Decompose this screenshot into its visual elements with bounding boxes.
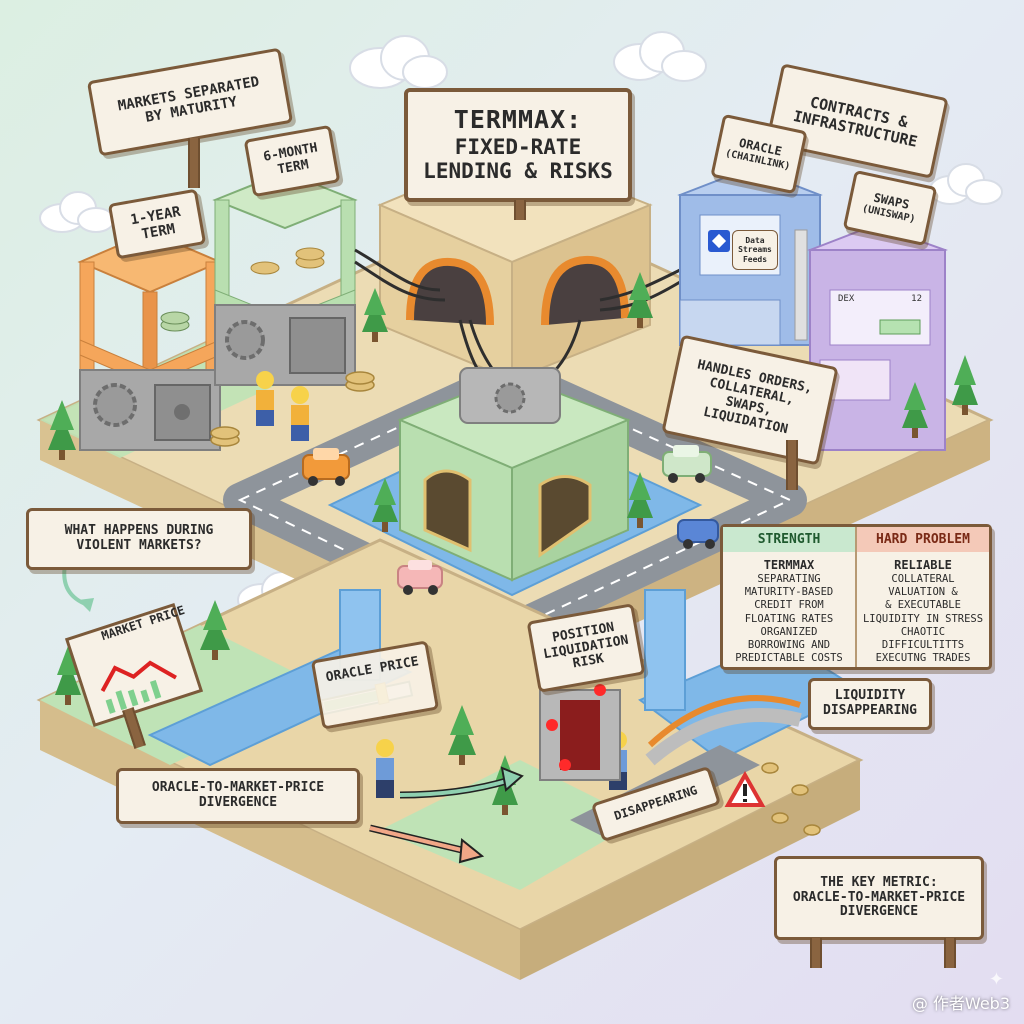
liquidity-disappearing-sign: LIQUIDITY DISAPPEARING	[808, 678, 932, 730]
minifigure-icon	[291, 386, 309, 441]
arrow-icon	[62, 564, 89, 607]
warning-icon	[724, 770, 766, 807]
liquidation-wall	[539, 684, 621, 781]
sign-post	[786, 440, 798, 490]
key-metric-sign: THE KEY METRIC: ORACLE-TO-MARKET-PRICE D…	[774, 856, 984, 940]
screen-text: Feeds	[742, 254, 768, 264]
cloud-icon	[613, 31, 707, 82]
tree-icon	[48, 400, 76, 460]
title-line: FIXED-RATE	[454, 135, 582, 160]
cloud-icon	[929, 163, 1003, 205]
sparkle-icon: ✦	[988, 969, 1004, 990]
strength-line: FLOATING RATES	[744, 612, 834, 625]
sign-text: TERM	[276, 157, 310, 178]
sign-text: THE KEY METRIC:	[820, 874, 938, 890]
strength-header: STRENGTH	[723, 527, 855, 552]
tree-icon	[902, 382, 928, 438]
strength-body: TERMMAX SEPARATING MATURITY-BASED CREDIT…	[723, 552, 855, 671]
market-price-chart	[64, 603, 204, 727]
tree-icon	[627, 472, 653, 528]
sign-text: DISAPPEARING	[823, 703, 917, 718]
cloud-icon	[39, 191, 115, 233]
one-year-term-tower	[77, 230, 223, 451]
sign-text: RISK	[571, 651, 606, 672]
gear-icon	[225, 320, 265, 360]
car-icon	[302, 448, 350, 486]
sign-text: DIVERGENCE	[198, 795, 278, 810]
sign-text: VIOLENT MARKETS?	[76, 538, 202, 553]
hard-problem-header: HARD PROBLEM	[857, 527, 989, 552]
strength-line: PREDICTABLE COSTS	[735, 651, 843, 664]
hard-problem-body: RELIABLE COLLATERAL VALUATION & & EXECUT…	[857, 552, 989, 671]
strength-line: MATURITY-BASED	[744, 586, 834, 599]
cloud-icon	[349, 35, 448, 89]
strength-line: SEPARATING	[757, 573, 821, 586]
sign-text: DIVERGENCE	[839, 904, 919, 920]
tree-icon	[372, 478, 398, 532]
minifigure-icon	[256, 371, 274, 426]
car-icon	[677, 519, 719, 549]
gear-icon	[93, 383, 137, 427]
sign-text: ORACLE-TO-MARKET-PRICE	[151, 780, 325, 796]
sign-post	[944, 938, 956, 968]
hard-problem-line: EXECUTNG TRADES	[875, 651, 971, 664]
hard-problem-column: HARD PROBLEM RELIABLE COLLATERAL VALUATI…	[855, 527, 989, 667]
hard-problem-line: COLLATERAL	[891, 573, 955, 586]
gear-icon	[494, 382, 526, 414]
hard-problem-lead: RELIABLE	[894, 558, 952, 572]
tree-icon	[952, 355, 978, 415]
hard-problem-line: CHAOTIC	[900, 625, 946, 638]
screen-text: Streams	[738, 245, 772, 255]
tree-icon	[200, 600, 230, 660]
hard-problem-line: VALUATION &	[888, 586, 958, 599]
watermark: @ 作者Web3	[911, 994, 1010, 1013]
sign-text: ORACLE PRICE	[324, 654, 420, 686]
tree-icon	[362, 288, 388, 342]
sign-text: WHAT HAPPENS DURING	[64, 523, 214, 539]
strength-column: STRENGTH TERMMAX SEPARATING MATURITY-BAS…	[723, 527, 855, 667]
dex-screen: DEX 12	[838, 294, 922, 304]
strength-line: CREDIT FROM	[754, 599, 824, 612]
divergence-sign: ORACLE-TO-MARKET-PRICE DIVERGENCE	[116, 768, 360, 824]
oracle-screen: Data Streams Feeds	[732, 230, 778, 270]
screen-text: Data	[745, 236, 765, 246]
coin-stack-icon	[210, 371, 821, 836]
screen-text: DEX	[838, 294, 855, 304]
hard-problem-line: & EXECUTABLE	[885, 599, 961, 612]
tree-icon	[627, 272, 653, 328]
strength-lead: TERMMAX	[763, 558, 815, 572]
hard-problem-line: LIQUIDITY IN STRESS	[862, 612, 984, 625]
strength-line: ORGANIZED	[760, 625, 818, 638]
collapsing-bridge	[645, 695, 802, 766]
sign-post	[514, 200, 526, 220]
title-line: TERMMAX:	[453, 105, 583, 135]
sign-text: ORACLE-TO-MARKET-PRICE	[792, 889, 966, 905]
swaps-building	[807, 223, 948, 451]
strength-line: BORROWING AND	[747, 638, 831, 651]
hard-problem-line: DIFFICULTITTS	[881, 638, 965, 651]
car-icon	[397, 560, 443, 595]
sign-post	[188, 138, 200, 188]
six-month-term-tower	[212, 170, 358, 386]
title-line: LENDING & RISKS	[423, 159, 613, 184]
tree-icon	[55, 646, 81, 705]
page-title: TERMMAX: FIXED-RATE LENDING & RISKS	[404, 88, 632, 202]
sign-text: LIQUIDITY	[834, 688, 906, 704]
violent-markets-sign: WHAT HAPPENS DURING VIOLENT MARKETS?	[26, 508, 252, 570]
screen-text: 12	[911, 294, 922, 304]
strength-hard-problem-table: STRENGTH TERMMAX SEPARATING MATURITY-BAS…	[720, 524, 992, 670]
car-icon	[662, 445, 712, 483]
central-vault	[397, 367, 631, 582]
minifigure-icon	[376, 739, 394, 798]
tree-icon	[448, 705, 476, 765]
sign-post	[810, 938, 822, 968]
